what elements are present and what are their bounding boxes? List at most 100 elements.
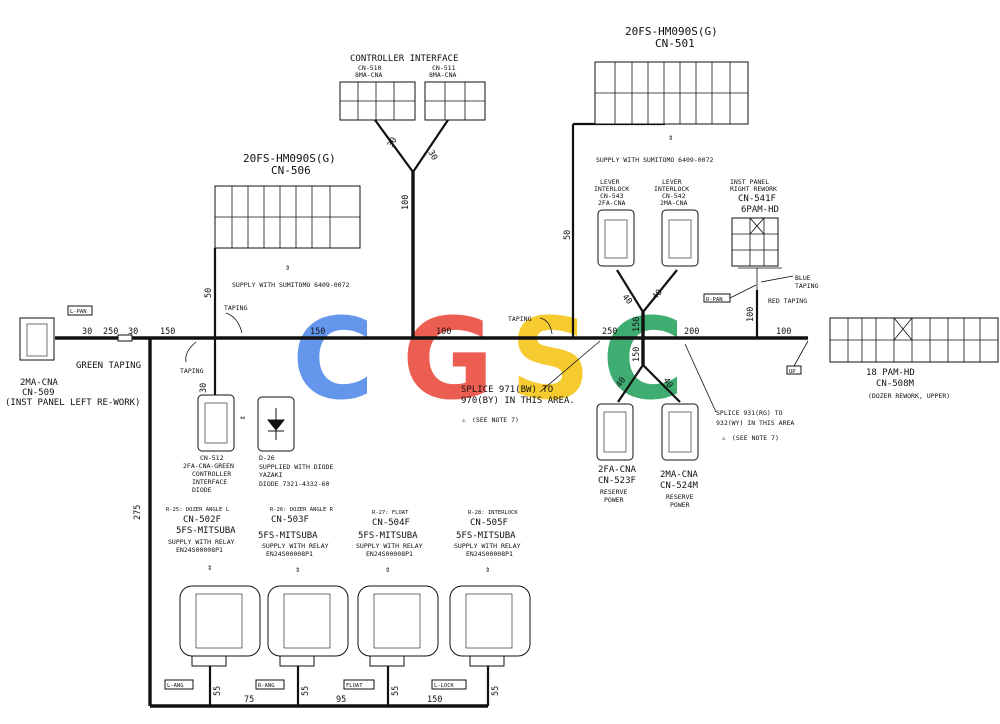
cn501-name: CN-501 <box>655 37 695 50</box>
cn508m-type: 18 PAM-HD <box>866 368 915 378</box>
length-150a: 150 <box>160 327 175 337</box>
relay-3-part: EN24S00008P1 <box>366 550 413 558</box>
cn501-group: 20FS-HM090S(G) CN-501 ⇕ SUPPLY WITH SUMI… <box>563 25 749 240</box>
cn508m-group: UP 18 PAM-HD CN-508M (DOZER REWORK, UPPE… <box>786 317 999 400</box>
relay-3-arrow-icon: ⇕ <box>385 565 390 575</box>
relay-1-tag: R-25: DOZER ANGLE L <box>166 507 230 513</box>
relay-3-type: 5FS-MITSUBA <box>358 531 418 541</box>
cn512-l3: INTERFACE <box>192 478 227 486</box>
taping-1: TAPING <box>224 304 248 312</box>
length-150-bot: 150 <box>427 695 442 705</box>
relay-3-bottom-tag: FLOAT <box>346 683 363 689</box>
length-150-mid: 150 <box>632 317 642 332</box>
cn512-l1: 2FA-CNA-GREEN <box>183 462 234 470</box>
splice-971-note: (SEE NOTE 7) <box>472 416 519 424</box>
red-taping: RED TAPING <box>768 297 807 305</box>
splice-931-line2: 932(WY) IN THIS AREA <box>716 419 794 427</box>
blue-taping-2: TAPING <box>795 282 819 290</box>
cn542-name: CN-542 <box>662 192 686 200</box>
note-marker-2: ⚠ <box>721 434 726 442</box>
splice-notes: SPLICE 971(BW) TO 970(BY) IN THIS AREA. … <box>461 340 794 442</box>
length-100-vert: 100 <box>401 195 411 210</box>
cn508m-tag: UP <box>789 369 796 375</box>
relay-2-arrow-icon: ⇕ <box>295 565 300 575</box>
length-200: 200 <box>684 327 699 337</box>
relay-4-type: 5FS-MITSUBA <box>456 531 516 541</box>
cn541f-type: 6PAM-HD <box>741 205 779 215</box>
relay-4-part: EN24S00008P1 <box>466 550 513 558</box>
relay-1-name: CN-502F <box>183 515 221 525</box>
cn511-type: 8MA-CNA <box>429 71 456 79</box>
cn510-label: CN-510 <box>358 64 382 72</box>
length-100-vr: 100 <box>746 307 756 322</box>
cn509-group: L-PAN 30 250 30 150 GREEN TAPING 2MA-CNA… <box>5 305 175 408</box>
cn509-tag-box <box>67 305 93 316</box>
relay-4-supply: SUPPLY WITH RELAY <box>454 542 521 550</box>
cn542-type: 2MA-CNA <box>660 199 687 207</box>
watermark-letter-c1: C <box>292 295 374 425</box>
relay-2-type: 5FS-MITSUBA <box>258 531 318 541</box>
d26-l2: YAZAKI <box>259 471 283 479</box>
relay-1-supply: SUPPLY WITH RELAY <box>168 538 235 546</box>
cn523f-name: CN-523F <box>598 476 636 486</box>
relay-1-part: EN24S00008P1 <box>176 546 223 554</box>
cn506-group: 20FS-HM090S(G) CN-506 ⇕ SUPPLY WITH SUMI… <box>204 152 361 298</box>
harness-wires <box>55 119 808 708</box>
relay-1-arrow-icon: ⇕ <box>207 563 212 573</box>
cn506-model: 20FS-HM090S(G) <box>243 152 336 165</box>
cn523f-type: 2FA-CNA <box>598 465 637 475</box>
length-150-v: 150 <box>632 347 642 362</box>
relay-2-tag: R-26: DOZER ANGLE R <box>270 507 334 513</box>
splice-971-line1: SPLICE 971(BW) TO <box>461 385 553 395</box>
cn524m-l2: POWER <box>670 501 690 509</box>
relay-2-name: CN-503F <box>271 515 309 525</box>
d26-name: D-26 <box>259 454 275 462</box>
relay-4-bottom-tag: L-LOCK <box>434 683 455 689</box>
relay-1-type: 5FS-MITSUBA <box>176 526 236 536</box>
relay-3-tag: R-27: FLOAT <box>372 510 409 516</box>
cn523f-l1: RESERVE <box>600 488 627 496</box>
cn541f-l1: INST PANEL <box>730 178 769 186</box>
cn541f-l2: RIGHT REWORK <box>730 185 777 193</box>
cn501-supply: SUPPLY WITH SUMITOMO 6409-0072 <box>596 156 713 164</box>
length-275: 275 <box>133 505 143 520</box>
splice-931-line1: SPLICE 931(RG) TO <box>716 409 783 417</box>
length-30-t2: 30 <box>425 149 439 163</box>
relay-2-part: EN24S00008P1 <box>266 550 313 558</box>
cn541f-group: INST PANEL RIGHT REWORK CN-541F 6PAM-HD … <box>703 178 819 305</box>
cn512-arrow-icon: ⇔ <box>240 413 245 423</box>
cn509-tag: L-PAN <box>70 309 87 315</box>
cn524m-l1: RESERVE <box>666 493 693 501</box>
cn543-type: 2FA-CNA <box>598 199 625 207</box>
length-250r: 250 <box>602 327 617 337</box>
controller-interface-title: CONTROLLER INTERFACE <box>350 54 458 64</box>
interlock-group: LEVER INTERLOCK CN-543 2FA-CNA LEVER INT… <box>594 178 699 307</box>
cn512-name: CN-512 <box>200 454 224 462</box>
splice-971-line2: 970(BY) IN THIS AREA. <box>461 396 575 406</box>
taping-3: TAPING <box>508 315 532 323</box>
cn524m-name: CN-524M <box>660 481 699 491</box>
length-250: 250 <box>103 327 118 337</box>
length-100r: 100 <box>776 327 791 337</box>
cn523f-l2: POWER <box>604 496 624 504</box>
relay-2-supply: SUPPLY WITH RELAY <box>262 542 329 550</box>
relay-3-name: CN-504F <box>372 518 410 528</box>
length-30-cn512: 30 <box>199 383 209 393</box>
taping-labels: TAPING TAPING TAPING 30 275 <box>133 304 553 520</box>
length-150-blue: 150 <box>310 327 325 337</box>
relay-2-bottom-tag: R-ANG <box>258 683 275 689</box>
length-55b: 55 <box>301 686 311 696</box>
cn509-note: (INST PANEL LEFT RE-WORK) <box>5 398 140 408</box>
cn542-l1: LEVER <box>662 178 682 186</box>
d26-l1: SUPPLIED WITH DIODE <box>259 463 333 471</box>
length-75: 75 <box>244 695 254 705</box>
blue-taping-1: BLUE <box>795 274 811 282</box>
cn506-arrow-icon: ⇕ <box>285 263 290 273</box>
cn541f-connector <box>731 217 779 267</box>
cn501-model: 20FS-HM090S(G) <box>625 25 718 38</box>
cn512-group: ⇔ CN-512 2FA-CNA-GREEN CONTROLLER INTERF… <box>183 394 333 494</box>
reserve-power-group: 40 40 2FA-CNA CN-523F RESERVE POWER 2MA-… <box>596 376 699 509</box>
relay-3-supply: SUPPLY WITH RELAY <box>356 542 423 550</box>
cn501-arrow-icon: ⇕ <box>668 133 673 143</box>
